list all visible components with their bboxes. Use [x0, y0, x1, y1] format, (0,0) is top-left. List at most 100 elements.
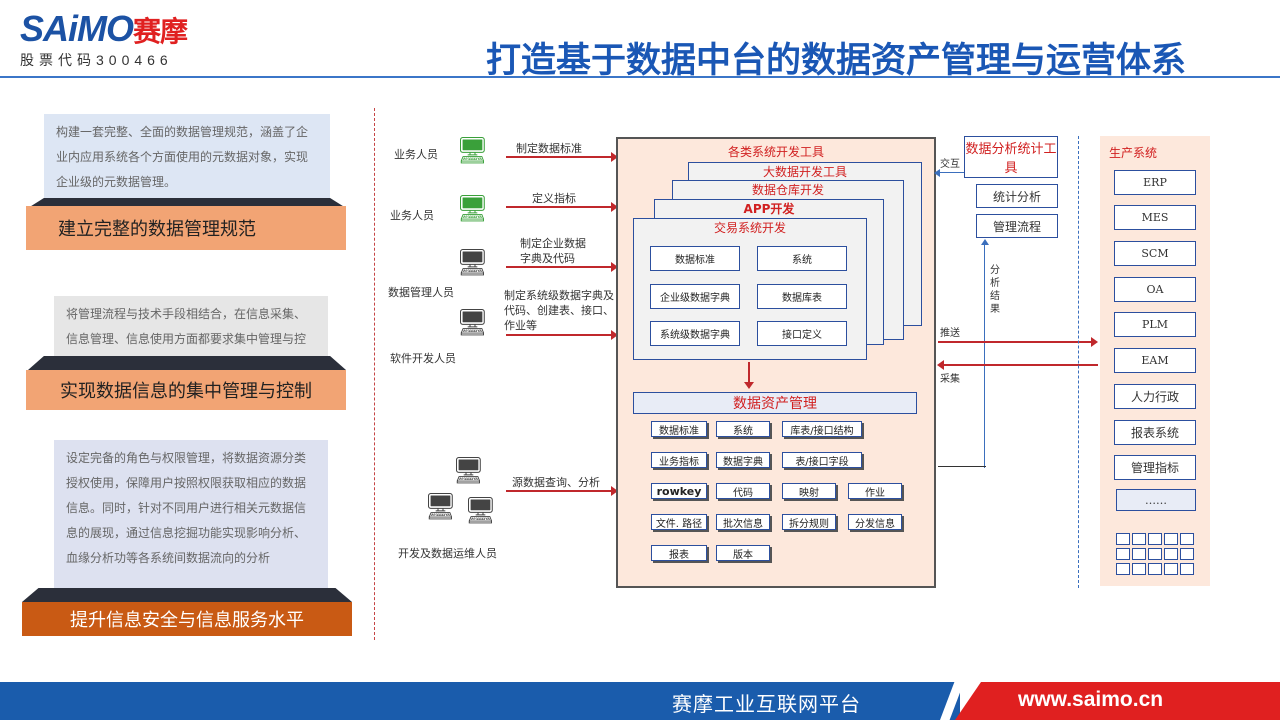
grid-cell [1116, 548, 1130, 560]
prod-item-more: …… [1116, 489, 1196, 511]
prod-item: 报表系统 [1114, 420, 1196, 445]
analysis-result-label: 分析结果 [990, 265, 1000, 315]
actor2-action: 定义指标 [532, 192, 576, 205]
actor1-action: 制定数据标准 [516, 142, 582, 155]
logo-text: SAiMO [20, 8, 134, 49]
asset-cell: 表/接口字段 [782, 452, 862, 468]
person-icon: 🖥 [456, 248, 490, 278]
person-icon: 🖥 [424, 492, 458, 522]
asset-cell: 分发信息 [848, 514, 902, 530]
grid-cell [1180, 533, 1194, 545]
interact-arrow-head [934, 169, 940, 177]
collect-label: 采集 [940, 374, 960, 385]
grid-cell [1148, 548, 1162, 560]
actor5-action: 源数据查询、分析 [512, 476, 600, 489]
panel2-note: 将管理流程与技术手段相结合，在信息采集、信息管理、信息使用方面都要求集中管理与控… [54, 296, 328, 371]
person-icon: 🖥 [452, 456, 486, 486]
result-line [984, 244, 985, 468]
title-divider [0, 76, 1280, 78]
section-divider [374, 108, 375, 640]
actor5-role: 开发及数据运维人员 [398, 547, 497, 560]
production-title: 生产系统 [1108, 146, 1157, 160]
collect-arrow [944, 364, 1098, 366]
dev-cell: 系统级数据字典 [650, 321, 740, 346]
collect-arrow-head [937, 360, 944, 370]
footer-band [0, 682, 960, 720]
down-arrow-head [744, 382, 754, 389]
actor3-role: 数据管理人员 [388, 286, 454, 299]
asset-cell: rowkey [651, 483, 707, 499]
panel1-bar: 建立完整的数据管理规范 [26, 206, 346, 250]
push-arrow [938, 337, 1098, 347]
stock-code: 股票代码300466 [20, 52, 173, 68]
grid-cell [1148, 533, 1162, 545]
stat-analysis: 统计分析 [976, 184, 1058, 208]
prod-item: MES [1114, 205, 1196, 230]
dev-cell: 系统 [757, 246, 847, 271]
panel2-shadow [28, 356, 346, 370]
asset-cell: 报表 [651, 545, 707, 561]
dev-cell: 数据标准 [650, 246, 740, 271]
layer-app-label: APP开发 [743, 202, 795, 216]
person-icon: 🖥 [464, 496, 498, 526]
asset-cell: 业务指标 [651, 452, 707, 468]
grid-cell [1180, 548, 1194, 560]
grid-cell [1180, 563, 1194, 575]
asset-cell: 数据标准 [651, 421, 707, 437]
asset-cell: 批次信息 [716, 514, 770, 530]
prod-divider [1078, 136, 1079, 588]
asset-cell: 库表/接口结构 [782, 421, 862, 437]
person-icon: 🖥 [456, 194, 490, 224]
actor3-action: 制定企业数据字典及代码 [520, 237, 586, 265]
actor4-role: 软件开发人员 [390, 352, 456, 365]
grid-cell [1164, 563, 1178, 575]
result-arrow-head [981, 239, 989, 245]
arrow-actor4 [506, 330, 618, 340]
arrow-actor3 [506, 262, 618, 272]
footer-platform: 赛摩工业互联网平台 [672, 692, 861, 716]
mgmt-process: 管理流程 [976, 214, 1058, 238]
logo-cn: 赛摩 [133, 16, 188, 47]
asset-cell: 文件. 路径 [651, 514, 707, 530]
logo: SAiMO赛摩 [20, 8, 188, 50]
prod-grid [1116, 533, 1196, 578]
layer-bigdata-label: 大数据开发工具 [762, 165, 847, 179]
asset-cell: 版本 [716, 545, 770, 561]
panel1-shadow [28, 198, 346, 208]
panel3-note: 设定完备的角色与权限管理，将数据资源分类授权使用，保障用户按照权限获取相应的数据… [54, 440, 328, 590]
footer-url[interactable]: www.saimo.cn [1018, 688, 1164, 711]
asset-cell: 映射 [782, 483, 836, 499]
panel2-bar: 实现数据信息的集中管理与控制 [26, 370, 346, 410]
grid-cell [1132, 548, 1146, 560]
interact-line [938, 172, 964, 173]
push-label: 推送 [940, 328, 960, 339]
prod-item: SCM [1114, 241, 1196, 266]
prod-item: ERP [1114, 170, 1196, 195]
result-base-line [938, 466, 986, 467]
person-icon: 🖥 [456, 308, 490, 338]
asset-cell: 代码 [716, 483, 770, 499]
actor4-action: 制定系统级数据字典及代码、创建表、接口、作业等 [504, 289, 614, 332]
interact-label: 交互 [940, 159, 960, 170]
asset-cell: 数据字典 [716, 452, 770, 468]
page-title: 打造基于数据中台的数据资产管理与运营体系 [486, 41, 1187, 81]
asset-title: 数据资产管理 [633, 392, 917, 414]
down-arrow [748, 362, 750, 384]
person-icon: 🖥 [456, 136, 490, 166]
dev-cell: 接口定义 [757, 321, 847, 346]
grid-cell [1164, 533, 1178, 545]
grid-cell [1116, 533, 1130, 545]
grid-cell [1164, 548, 1178, 560]
dev-cell: 数据库表 [757, 284, 847, 309]
prod-item: OA [1114, 277, 1196, 302]
actor2-role: 业务人员 [390, 209, 434, 222]
asset-cell: 作业 [848, 483, 902, 499]
prod-item: 管理指标 [1114, 455, 1196, 480]
prod-item: PLM [1114, 312, 1196, 337]
panel3-bar: 提升信息安全与信息服务水平 [22, 602, 352, 636]
layer-dw-label: 数据仓库开发 [751, 183, 824, 197]
arrow-actor2 [506, 202, 618, 212]
arrow-actor5 [506, 486, 618, 496]
layer-dev-tools: 各类系统开发工具 [727, 145, 824, 159]
actor1-role: 业务人员 [394, 148, 438, 161]
